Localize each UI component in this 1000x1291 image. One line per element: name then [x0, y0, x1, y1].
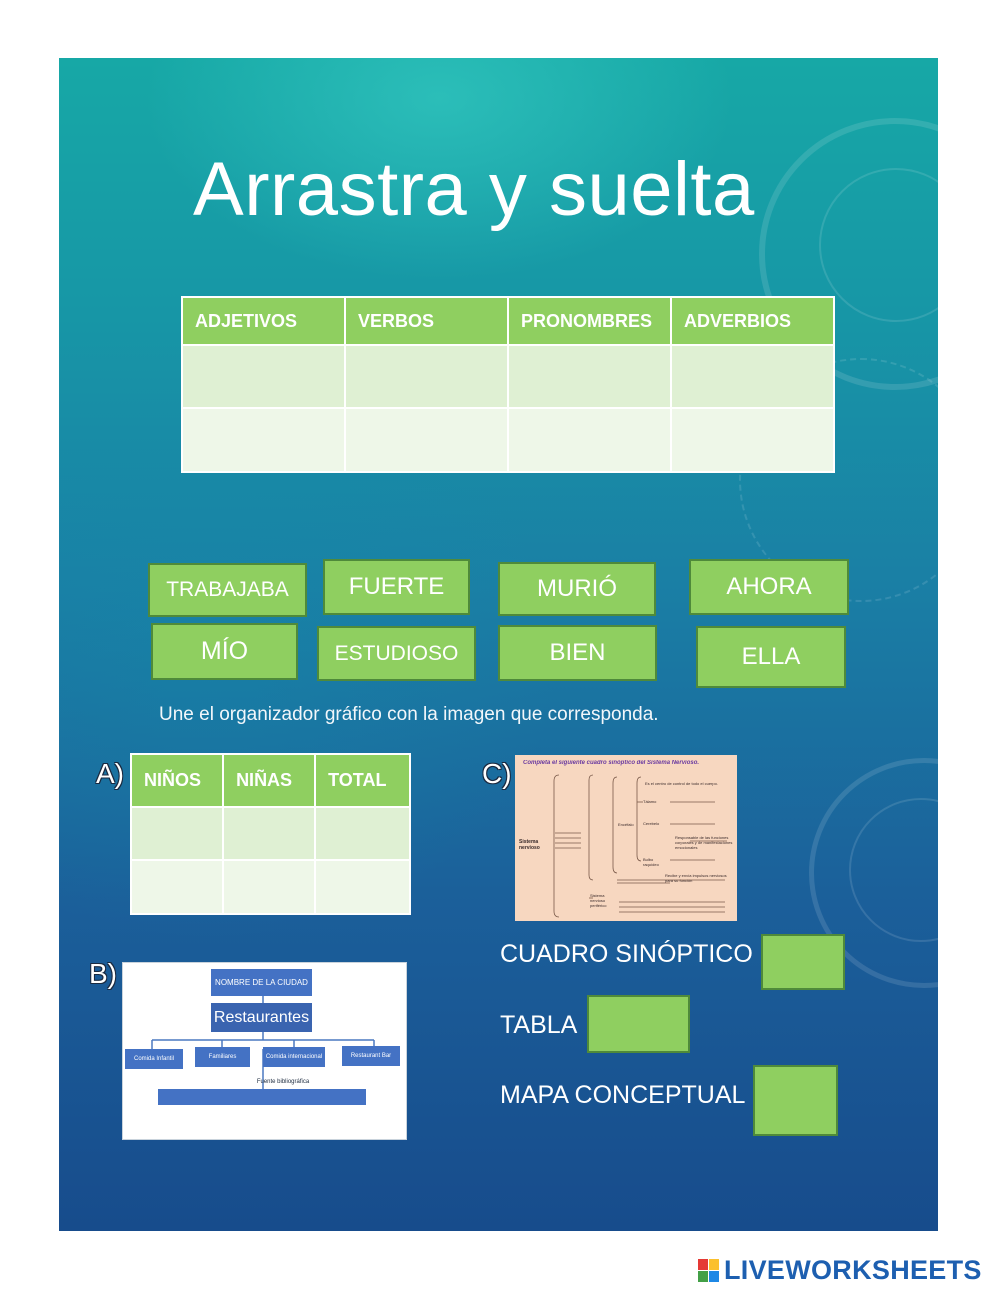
synoptic-label: Responsable de las funciones corporales …	[675, 835, 733, 850]
page-title: Arrastra y suelta	[193, 147, 755, 232]
concept-map-lines	[151, 996, 375, 1089]
drop-cell[interactable]	[507, 344, 672, 409]
option-a-table-image: NIÑOS NIÑAS TOTAL	[129, 753, 411, 915]
synoptic-brackets	[553, 774, 727, 918]
synoptic-label: Sistema nervioso periférico	[590, 893, 607, 908]
drop-cell[interactable]	[181, 407, 346, 473]
match-drop-box[interactable]	[587, 995, 690, 1053]
concept-map-footer-bar	[158, 1089, 366, 1105]
header-total: TOTAL	[314, 753, 411, 808]
drop-cell[interactable]	[507, 407, 672, 473]
header-pronombres: PRONOMBRES	[507, 296, 672, 346]
match-label-mapa-conceptual: MAPA CONCEPTUAL	[500, 1081, 746, 1109]
word-classification-table: ADJETIVOS VERBOS PRONOMBRES ADVERBIOS	[181, 296, 835, 473]
drop-cell[interactable]	[670, 344, 835, 409]
worksheet-page: Arrastra y suelta ADJETIVOS VERBOS PRONO…	[59, 58, 938, 1231]
brand-name: LIVEWORKSHEETS	[724, 1255, 982, 1285]
instruction-text: Une el organizador gráfico con la imagen…	[159, 704, 659, 725]
word-tile-fuerte[interactable]: FUERTE	[323, 559, 470, 615]
synoptic-label: Es el centro de control de todo el cuerp…	[645, 781, 718, 786]
match-label-tabla: TABLA	[500, 1011, 578, 1039]
header-verbos: VERBOS	[344, 296, 509, 346]
concept-map-branch: Comida internacional	[263, 1047, 325, 1067]
concept-map-branch: Familiares	[195, 1047, 250, 1067]
drop-cell[interactable]	[181, 344, 346, 409]
word-tile-estudioso[interactable]: ESTUDIOSO	[317, 626, 476, 681]
concept-map-branch: Restaurant Bar	[342, 1046, 400, 1066]
drop-cell[interactable]	[344, 407, 509, 473]
synoptic-label: Tálamo	[643, 799, 657, 804]
word-tile-murio[interactable]: MURIÓ	[498, 562, 656, 616]
synoptic-label: Recibe y envía impulsos nerviosos para s…	[665, 873, 727, 883]
match-label-cuadro-sinoptico: CUADRO SINÓPTICO	[500, 940, 753, 968]
word-tile-ella[interactable]: ELLA	[696, 626, 846, 688]
option-c-letter: C)	[482, 758, 512, 789]
option-b-letter: B)	[89, 958, 117, 989]
drop-cell[interactable]	[344, 344, 509, 409]
match-drop-box[interactable]	[753, 1065, 838, 1136]
word-tile-bien[interactable]: BIEN	[498, 625, 657, 681]
header-adjetivos: ADJETIVOS	[181, 296, 346, 346]
synoptic-label: Bulbo raquídeo	[643, 857, 659, 867]
liveworksheets-logo-icon	[698, 1258, 720, 1283]
match-drop-box[interactable]	[761, 934, 845, 990]
synoptic-heading: Completa el siguiente cuadro sinóptico d…	[523, 760, 700, 766]
concept-map-top-box: NOMBRE DE LA CIUDAD	[211, 969, 312, 996]
synoptic-label: Cerebelo	[643, 821, 660, 826]
word-tile-trabajaba[interactable]: TRABAJABA	[148, 563, 307, 617]
synoptic-label: Encéfalo	[618, 822, 634, 827]
concept-map-footer-label: Fuente bibliográfica	[256, 1079, 310, 1085]
header-ninas: NIÑAS	[222, 753, 317, 808]
word-tile-ahora[interactable]: AHORA	[689, 559, 849, 615]
synoptic-root: Sistema nervioso	[519, 839, 540, 851]
option-b-concept-map-image: NOMBRE DE LA CIUDAD Restaurantes Comida …	[122, 962, 407, 1140]
option-a-letter: A)	[96, 758, 124, 789]
liveworksheets-logo: LIVEWORKSHEETS	[698, 1255, 982, 1286]
concept-map-main-box: Restaurantes	[211, 1003, 312, 1032]
header-ninos: NIÑOS	[129, 753, 225, 808]
concept-map-branch: Comida Infantil	[125, 1049, 183, 1069]
drop-cell[interactable]	[670, 407, 835, 473]
option-c-synoptic-chart-image: Completa el siguiente cuadro sinóptico d…	[515, 755, 737, 921]
header-adverbios: ADVERBIOS	[670, 296, 835, 346]
word-tile-mio[interactable]: MÍO	[151, 623, 298, 680]
